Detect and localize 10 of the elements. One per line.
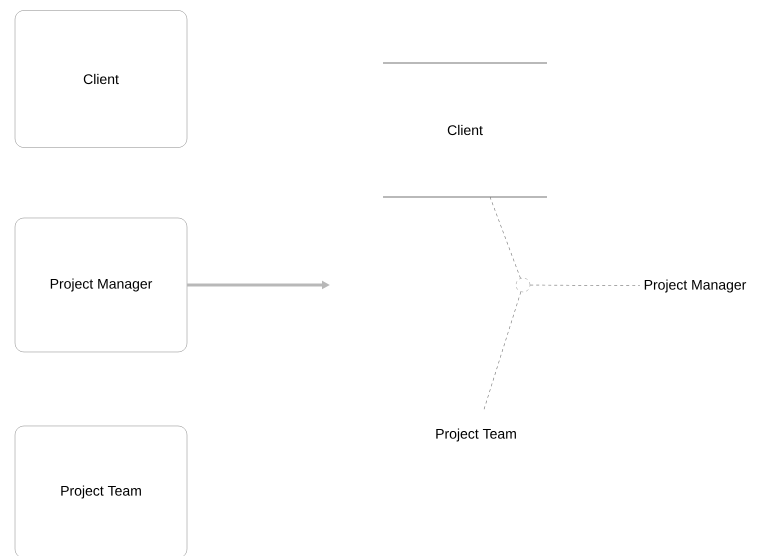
connector-line bbox=[530, 284, 640, 286]
role-box: Project Manager bbox=[14, 218, 188, 352]
connector-line bbox=[484, 292, 522, 410]
role-box: Client bbox=[14, 10, 188, 148]
role-box: Project Team bbox=[14, 426, 188, 556]
hub-circle bbox=[516, 278, 530, 292]
connector-line bbox=[490, 196, 521, 279]
role-label: Client bbox=[382, 62, 548, 198]
role-label: Project Team bbox=[436, 428, 516, 442]
role-label: Project Manager bbox=[644, 279, 746, 292]
